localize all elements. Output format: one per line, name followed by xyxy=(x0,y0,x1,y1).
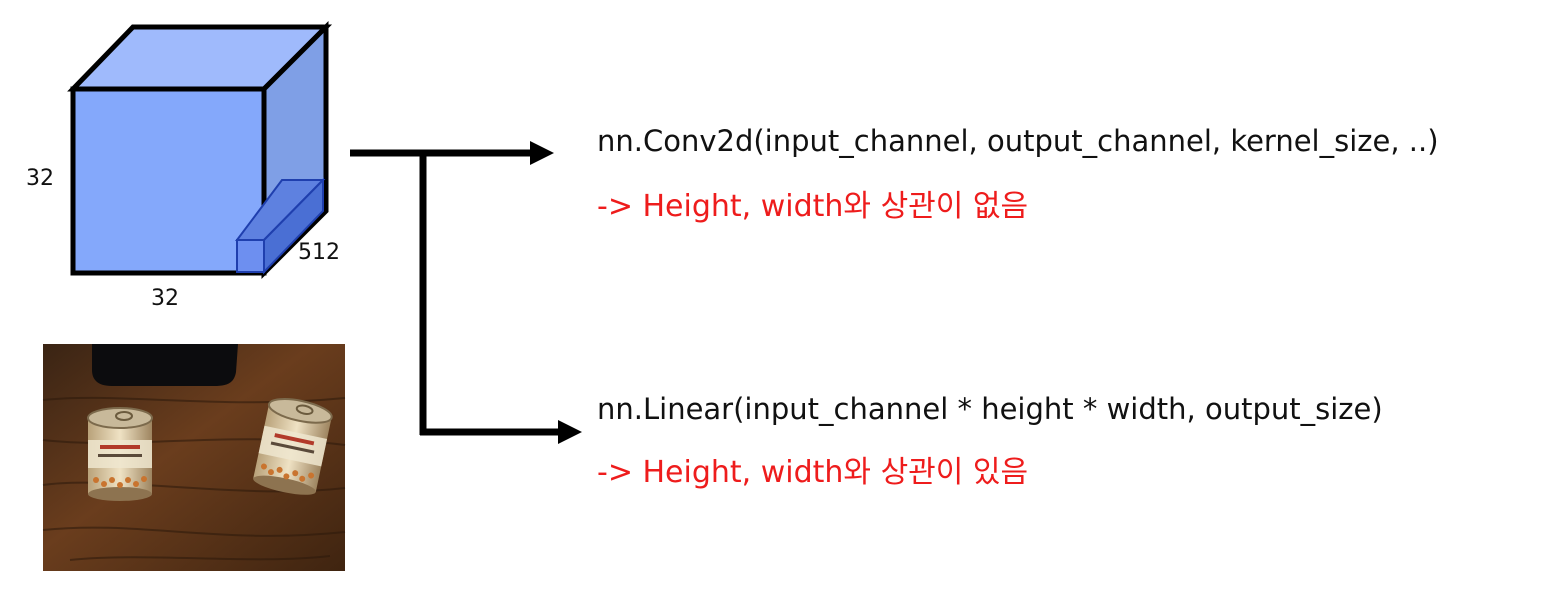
channels-label: 512 xyxy=(298,240,340,265)
width-label: 32 xyxy=(151,286,179,311)
height-label: 32 xyxy=(26,166,54,191)
channel-slice xyxy=(235,177,326,275)
tensor-cube xyxy=(67,20,333,280)
linear-arrowhead xyxy=(558,420,582,444)
conv2d-note: -> Height, width와 상관이 없음 xyxy=(597,189,1029,224)
cans-photo xyxy=(42,344,346,571)
conv-arrowhead xyxy=(530,141,554,165)
linear-note: -> Height, width와 상관이 있음 xyxy=(597,455,1029,490)
conv2d-code: nn.Conv2d(input_channel, output_channel,… xyxy=(597,124,1439,158)
cube-front-face xyxy=(70,86,267,276)
linear-code: nn.Linear(input_channel * height * width… xyxy=(597,392,1383,426)
arrows xyxy=(350,141,582,444)
